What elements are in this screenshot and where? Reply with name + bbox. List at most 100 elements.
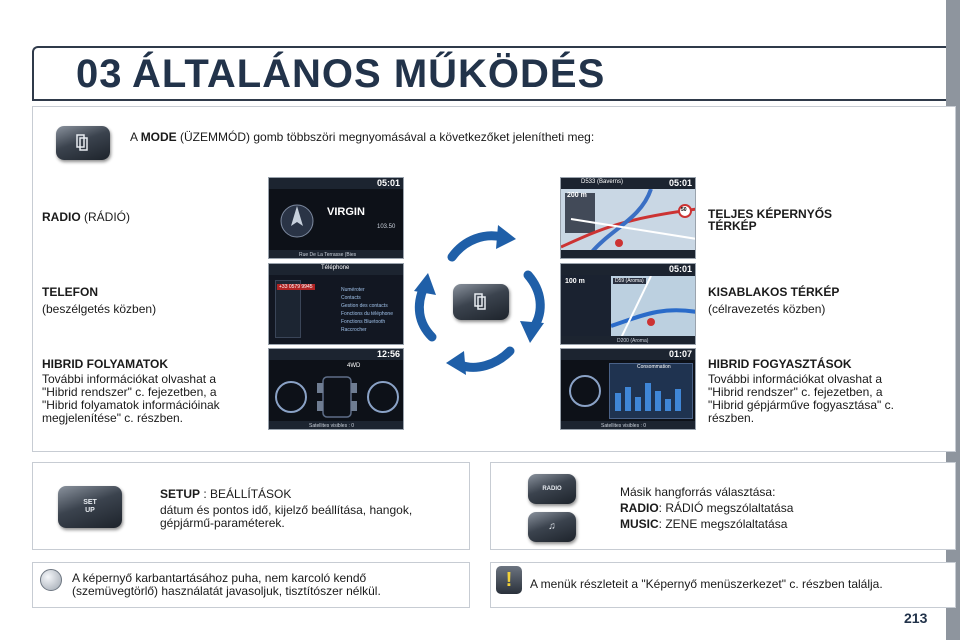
hibrid-line3: "Hibrid folyamatok információinak — [42, 398, 220, 412]
source-music-desc: : ZENE megszólaltatása — [658, 517, 788, 531]
small-map-screen-time: 05:01 — [668, 264, 692, 274]
telefon-menu-item: Fonctions Bluetooth — [341, 319, 386, 325]
hibrid-screen-time: 12:56 — [376, 349, 400, 359]
telefon-screen-title: Téléphone — [321, 265, 350, 271]
source-radio-word: RADIO — [620, 501, 659, 515]
screen-statusbar — [561, 349, 695, 360]
intro-text: A MODE (ÜZEMMÓD) gomb többszöri megnyomá… — [130, 131, 594, 144]
radio-button-label: RADIO — [542, 486, 562, 492]
setup-button-line1: SET — [83, 499, 97, 506]
telefon-sub: (beszélgetés közben) — [42, 302, 157, 316]
music-button-icon: ♫ — [528, 512, 576, 542]
screen-bottombar — [561, 336, 695, 344]
consumption-line1: További információkat olvashat a — [708, 372, 883, 386]
setup-line2: gépjármű-paraméterek. — [160, 516, 285, 530]
setup-title-sub: : BEÁLLÍTÁSOK — [200, 487, 292, 501]
small-map-screen-bottom: D200 (Aroma) — [617, 338, 649, 344]
small-map-title: KISABLAKOS TÉRKÉP — [708, 285, 840, 299]
radio-screen-freq: 103.50 — [377, 224, 396, 230]
consumption-line3: "Hibrid gépjárműve fogyasztása" c. — [708, 398, 894, 412]
tip-line2: (szemüvegtörlő) használatát javasoljuk, … — [72, 584, 381, 598]
hibrid-line1: További információkat olvashat a — [42, 372, 217, 386]
source-music-word: MUSIC — [620, 517, 659, 531]
consumption-gauge-icon — [569, 375, 601, 407]
tip-line1: A képernyő karbantartásához puha, nem ka… — [72, 571, 367, 585]
full-map-screen-road: D533 (Baverns) — [581, 179, 624, 185]
setup-title: SETUP : BEÁLLÍTÁSOK — [160, 488, 291, 501]
full-map-screen-scale: 200 m — [567, 192, 587, 199]
source-radio: RADIO: RÁDIÓ megszólaltatása — [620, 502, 793, 515]
telefon-menu-item: Contacts — [341, 295, 361, 301]
full-map-line2: TÉRKÉP — [708, 219, 757, 233]
header-frame — [32, 46, 182, 101]
full-map-line1: TELJES KÉPERNYŐS — [708, 207, 833, 221]
small-map-screen: 05:01 100 m D59 (Aroma) D200 (Aroma) — [560, 263, 696, 345]
page-number: 213 — [904, 610, 928, 626]
tip-panel — [32, 562, 470, 608]
hibrid-line4: megjelenítése" c. részben. — [42, 411, 183, 425]
mode-button-center-icon — [453, 284, 509, 320]
consumption-line2: "Hibrid rendszer" c. fejezetben, a — [708, 385, 883, 399]
screen-statusbar — [561, 264, 695, 275]
chapter-number: 03 — [76, 52, 123, 96]
radio-button-icon: RADIO — [528, 474, 576, 504]
cycle-arrows-icon — [414, 225, 545, 375]
small-map-screen-scale: 100 m — [565, 278, 585, 285]
setup-button-icon: SET UP — [58, 486, 122, 528]
mode-glyph-icon — [474, 293, 486, 310]
radio-label: RADIO (RÁDIÓ) — [42, 211, 130, 224]
screen-bottombar — [561, 421, 695, 429]
telefon-screen: Téléphone +33 0579 9945 Numéroter Contac… — [268, 263, 404, 345]
consumption-bars-icon — [615, 383, 681, 411]
setup-title-word: SETUP — [160, 487, 201, 501]
telefon-menu-item: Fonctions du téléphone — [341, 311, 393, 317]
setup-line1: dátum és pontos idő, kijelző beállítása,… — [160, 503, 413, 517]
tip-sun-icon — [40, 569, 62, 591]
radio-title: RADIO — [42, 210, 81, 224]
warning-icon: ! — [496, 566, 522, 594]
consumption-screen: 01:07 Consommation Satellites visibles :… — [560, 348, 696, 430]
small-map-sub: (célravezetés közben) — [708, 302, 826, 316]
hibrid-screen-bottom: Satellites visibles : 0 — [309, 423, 355, 429]
full-map-screen-time: 05:01 — [668, 178, 692, 188]
setup-button-line2: UP — [85, 507, 95, 514]
note-panel — [490, 562, 956, 608]
consumption-title: HIBRID FOGYASZTÁSOK — [708, 357, 852, 371]
telefon-menu-item: Numéroter — [341, 287, 365, 293]
full-map-screen: D533 (Baverns) 05:01 200 m 50 — [560, 177, 696, 259]
screen-bottombar — [561, 250, 695, 258]
consumption-line4: részben. — [708, 411, 755, 425]
screen-statusbar — [269, 349, 403, 360]
telefon-title: TELEFON — [42, 285, 98, 299]
screen-statusbar — [561, 178, 695, 189]
telefon-menu-item: Gestion des contacts — [341, 303, 388, 309]
small-map-screen-road: D59 (Aroma) — [613, 278, 646, 284]
header-underline — [32, 99, 956, 101]
radio-screen-bottom: Rue De La Terrasse (Bies — [299, 252, 357, 258]
mode-button-icon — [56, 126, 110, 160]
source-music: MUSIC: ZENE megszólaltatása — [620, 518, 787, 531]
hibrid-gauge-icon — [275, 376, 399, 418]
intro-suffix: (ÜZEMMÓD) gomb többszöri megnyomásával a… — [176, 130, 595, 144]
radio-sub: (RÁDIÓ) — [80, 210, 131, 224]
radio-screen: 05:01 VIRGIN 103.50 Rue De La Terrasse (… — [268, 177, 404, 259]
page-title: ÁLTALÁNOS MŰKÖDÉS — [132, 52, 606, 96]
screen-statusbar — [269, 178, 403, 189]
radio-screen-station: VIRGIN — [327, 206, 365, 218]
hibrid-screen-label: 4WD — [347, 363, 361, 369]
full-map-screen-limit: 50 — [681, 207, 687, 213]
mode-glyph-icon — [76, 134, 88, 151]
consumption-screen-title: Consommation — [637, 364, 671, 370]
radio-screen-time: 05:01 — [376, 178, 400, 188]
intro-prefix: A — [130, 130, 141, 144]
mode-panel — [32, 106, 956, 452]
hibrid-screen: 12:56 4WD Satellites visibles : 0 — [268, 348, 404, 430]
hibrid-title: HIBRID FOLYAMATOK — [42, 357, 169, 371]
screen-statusbar — [269, 264, 403, 275]
consumption-screen-time: 01:07 — [668, 349, 692, 359]
consumption-screen-bottom: Satellites visibles : 0 — [601, 423, 647, 429]
note-text: A menük részleteit a "Képernyő menüszerk… — [530, 577, 883, 591]
music-button-label: ♫ — [548, 521, 556, 532]
source-heading: Másik hangforrás választása: — [620, 485, 776, 499]
header-topline — [180, 46, 956, 48]
